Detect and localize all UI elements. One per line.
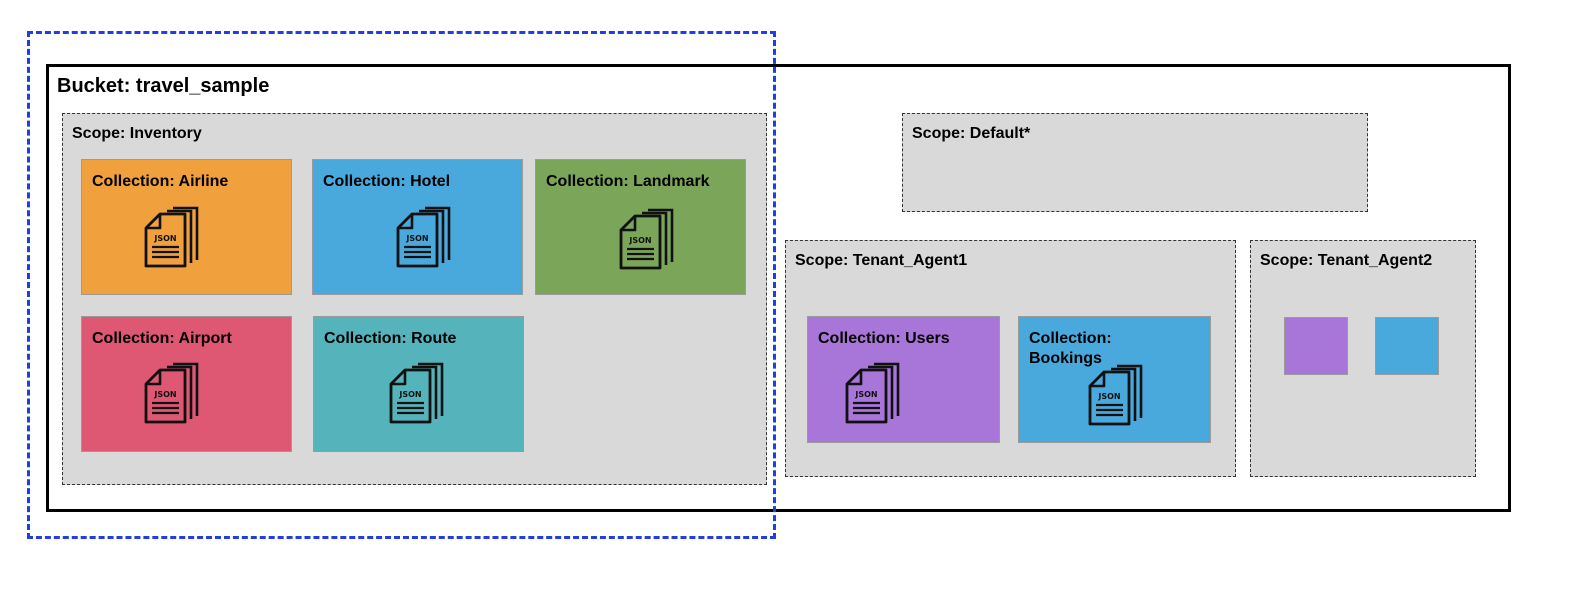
json-documents-icon-svg: JSON [619, 208, 674, 270]
json-icon-label: JSON [405, 234, 428, 243]
json-icon-label: JSON [628, 236, 651, 245]
scope-tenant-agent2: Scope: Tenant_Agent2 [1250, 240, 1476, 477]
bucket-title: Bucket: travel_sample [57, 75, 270, 97]
collection-airline-label: Collection: Airline [92, 173, 229, 190]
json-icon-label: JSON [1097, 392, 1120, 401]
collection-airport: Collection: Airport JSON [81, 316, 292, 452]
collection-route: Collection: Route JSON [313, 316, 524, 452]
scope-tenant-agent1-label: Scope: Tenant_Agent1 [795, 252, 968, 269]
collection-bookings: Collection: Bookings JSON [1018, 316, 1211, 443]
scope-inventory: Scope: Inventory Collection: Airline JSO… [62, 113, 767, 485]
collection-users-label: Collection: Users [818, 330, 950, 347]
scope-default-label: Scope: Default* [912, 125, 1031, 142]
json-icon-label: JSON [153, 234, 176, 243]
collection-swatch-blue [1375, 317, 1439, 375]
collection-airline: Collection: Airline JSON [81, 159, 292, 295]
scope-tenant-agent2-label: Scope: Tenant_Agent2 [1260, 252, 1433, 269]
collection-landmark: Collection: Landmark JSON [535, 159, 746, 295]
scope-tenant-agent1: Scope: Tenant_Agent1 Collection: Users J… [785, 240, 1236, 477]
json-documents-icon-svg: JSON [845, 362, 900, 424]
json-icon-label: JSON [398, 390, 421, 399]
json-icon-label: JSON [854, 390, 877, 399]
collection-landmark-label: Collection: Landmark [546, 173, 710, 190]
collection-airport-label: Collection: Airport [92, 330, 232, 347]
collection-route-label: Collection: Route [324, 330, 457, 347]
bucket-travel-sample [46, 64, 1511, 512]
collection-hotel-label: Collection: Hotel [323, 173, 451, 190]
json-documents-icon: JSON [618, 207, 680, 271]
json-documents-icon: JSON [143, 361, 205, 425]
scope-default: Scope: Default* [902, 113, 1368, 212]
json-icon-label: JSON [153, 390, 176, 399]
json-documents-icon-svg: JSON [396, 206, 451, 268]
json-documents-icon-svg: JSON [144, 362, 199, 424]
collection-hotel: Collection: Hotel JSON [312, 159, 523, 295]
json-documents-icon-svg: JSON [1088, 364, 1143, 426]
json-documents-icon-svg: JSON [144, 206, 199, 268]
collection-swatch-purple [1284, 317, 1348, 375]
collection-users: Collection: Users JSON [807, 316, 1000, 443]
json-documents-icon: JSON [143, 205, 205, 269]
json-documents-icon: JSON [1087, 363, 1149, 427]
json-documents-icon: JSON [388, 361, 450, 425]
collection-bookings-label: Collection: Bookings [1029, 330, 1112, 367]
json-documents-icon: JSON [844, 361, 906, 425]
scope-inventory-label: Scope: Inventory [72, 125, 202, 142]
json-documents-icon: JSON [395, 205, 457, 269]
json-documents-icon-svg: JSON [389, 362, 444, 424]
